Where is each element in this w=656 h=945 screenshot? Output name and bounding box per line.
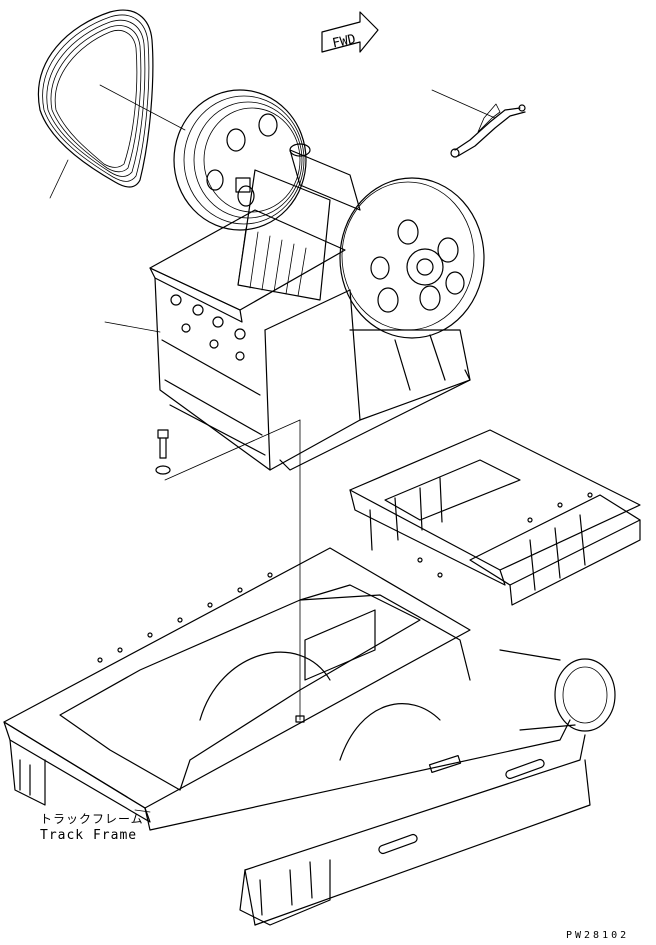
leader-bolt	[164, 419, 301, 481]
v-belt	[37, 9, 154, 188]
sensor-cable	[450, 103, 526, 158]
mounting-bolt	[157, 429, 169, 459]
track-frame-label-en: Track Frame	[40, 828, 138, 843]
leader-track-frame	[134, 809, 151, 813]
washer	[155, 465, 171, 475]
drawing-code: PW28102	[566, 930, 630, 941]
track-frame	[3, 429, 641, 926]
track-frame-label-jp: トラックフレーム	[40, 812, 144, 826]
leader-v-belt-2	[49, 159, 69, 199]
fwd-text: FWD	[331, 32, 357, 52]
fwd-arrow: FWD	[321, 11, 379, 53]
leader-v-belt-1	[99, 84, 186, 131]
leader-crusher	[104, 321, 161, 333]
leader-sensor	[431, 89, 496, 119]
jaw-crusher	[149, 89, 485, 471]
